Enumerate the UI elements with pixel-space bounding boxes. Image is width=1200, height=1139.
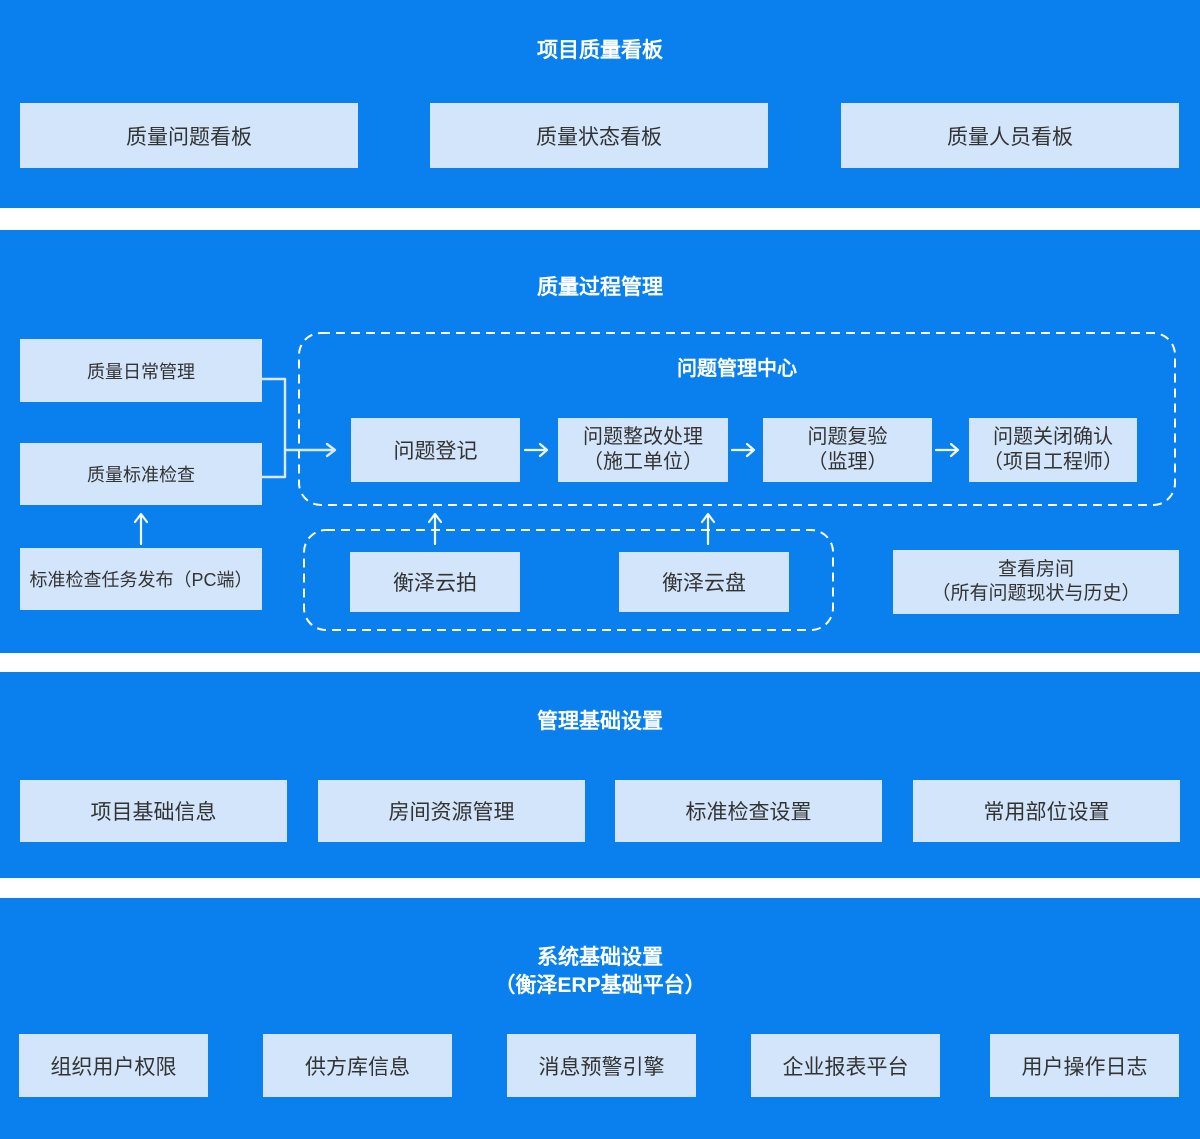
box-supplier-library: 供方库信息: [263, 1034, 452, 1097]
box-quality-status-dashboard: 质量状态看板: [430, 103, 768, 168]
arrow-up-icon: [427, 512, 443, 545]
box-room-view: 查看房间 （所有问题现状与历史）: [893, 550, 1179, 614]
panel-system-settings-title-line2: （衡泽ERP基础平台）: [494, 974, 706, 997]
box-quality-staff-dashboard: 质量人员看板: [841, 103, 1179, 168]
box-room-view-line2: （所有问题现状与历史）: [931, 583, 1141, 604]
panel-system-settings: [0, 898, 1200, 1139]
box-hengze-cloud-disk: 衡泽云盘: [619, 552, 789, 612]
box-issue-recheck: 问题复验 （监理）: [763, 418, 932, 482]
arrow-right-icon: [524, 442, 549, 458]
arrow-up-icon: [133, 512, 149, 545]
box-standard-check-settings: 标准检查设置: [615, 780, 882, 842]
tools-dashed-box: [303, 529, 834, 631]
box-message-alert-engine: 消息预警引擎: [507, 1034, 696, 1097]
box-issue-recheck-label: 问题复验: [807, 426, 888, 448]
arrow-up-icon: [700, 512, 716, 545]
panel-project-dashboard-title: 项目质量看板: [537, 39, 663, 62]
box-room-resource-mgmt: 房间资源管理: [318, 780, 585, 842]
box-issue-recheck-sub: （监理）: [807, 451, 888, 473]
box-enterprise-report-platform: 企业报表平台: [751, 1034, 940, 1097]
box-hengze-cloud-photo: 衡泽云拍: [350, 552, 520, 612]
panel-mgmt-settings-title: 管理基础设置: [537, 710, 663, 733]
box-quality-issue-dashboard: 质量问题看板: [20, 103, 358, 168]
issue-center-title: 问题管理中心: [677, 358, 797, 380]
arrow-right-icon: [731, 442, 756, 458]
box-daily-quality-mgmt: 质量日常管理: [20, 339, 262, 402]
box-issue-close-confirm-label: 问题关闭确认: [993, 426, 1113, 448]
panel-process-mgmt-title: 质量过程管理: [537, 276, 663, 299]
panel-system-settings-title-line1: 系统基础设置: [537, 946, 663, 969]
bracket-connector: [262, 377, 337, 479]
panel-system-settings-title: 系统基础设置 （衡泽ERP基础平台）: [0, 944, 1200, 1000]
box-issue-close-confirm-sub: （项目工程师）: [983, 451, 1123, 473]
box-quality-standard-check: 质量标准检查: [20, 443, 262, 505]
box-issue-rectify-label: 问题整改处理: [583, 426, 703, 448]
panel-mgmt-settings: [0, 672, 1200, 878]
issue-center-dashed-box: [298, 332, 1176, 506]
box-issue-rectify-sub: （施工单位）: [583, 451, 703, 473]
box-common-parts-settings: 常用部位设置: [913, 780, 1180, 842]
box-project-basic-info: 项目基础信息: [20, 780, 287, 842]
box-issue-register: 问题登记: [351, 418, 520, 482]
box-issue-rectify: 问题整改处理 （施工单位）: [558, 418, 728, 482]
arrow-right-icon: [935, 442, 960, 458]
box-user-operation-log: 用户操作日志: [990, 1034, 1179, 1097]
box-standard-check-task-publish: 标准检查任务发布（PC端）: [20, 548, 262, 610]
box-org-user-permission: 组织用户权限: [19, 1034, 208, 1097]
box-room-view-line1: 查看房间: [997, 559, 1074, 580]
box-issue-close-confirm: 问题关闭确认 （项目工程师）: [969, 418, 1137, 482]
